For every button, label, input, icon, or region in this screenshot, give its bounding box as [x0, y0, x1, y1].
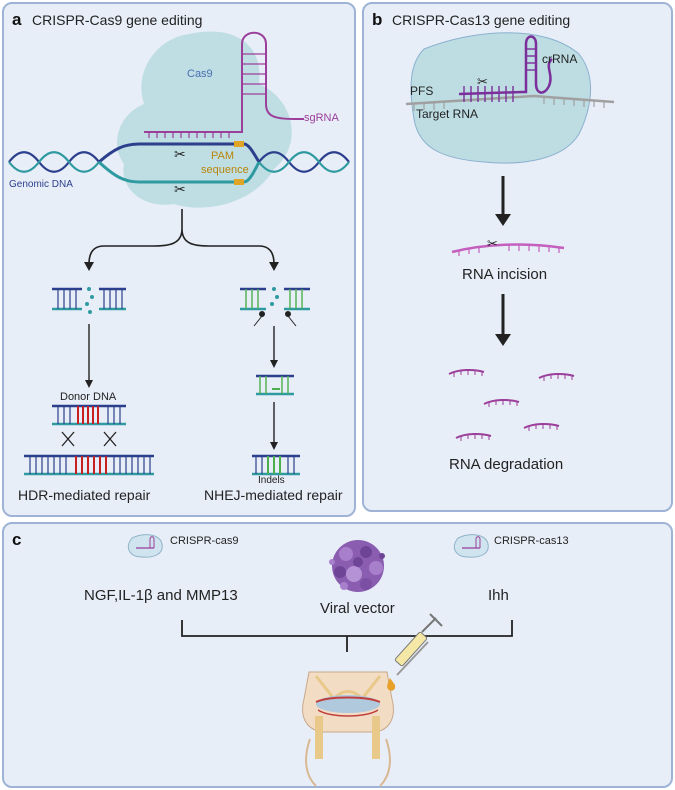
- rna-degraded-teeth: [453, 370, 573, 441]
- crispr-cas9-mini-icon: [127, 534, 163, 558]
- hdr-repair-label: HDR-mediated repair: [18, 487, 151, 503]
- panel-c-therapy: c: [2, 522, 673, 788]
- branch-arrowhead-left: [84, 262, 94, 271]
- cas13-target-label: Ihh: [488, 587, 509, 604]
- pam-label-line2: sequence: [201, 164, 249, 176]
- nhej-rejoining-dna: [256, 374, 294, 396]
- cas9-diagram-art: ✂ ✂: [8, 31, 350, 476]
- panel-c-letter: c: [12, 530, 22, 549]
- panel-b-cas13: b CRISPR-Cas13 gene editing ✂: [362, 2, 673, 512]
- indels-dna: [252, 454, 300, 476]
- crrna-teeth: [463, 48, 536, 102]
- donor-dna-label: Donor DNA: [60, 391, 117, 403]
- branch-arrow-lines: [88, 209, 275, 265]
- genomic-dna-helix-right: [258, 151, 350, 173]
- nhej-arrowhead: [270, 360, 278, 368]
- therapy-diagram-art: [127, 534, 513, 787]
- crispr-cas13-label: CRISPR-cas13: [494, 535, 569, 547]
- scissors-icon-cas13: ✂: [477, 75, 488, 90]
- panel-a-cas9: a CRISPR-Cas9 gene editing: [2, 2, 356, 517]
- scissors-icon-bottom: ✂: [174, 182, 186, 198]
- rna-degradation-label: RNA degradation: [449, 456, 564, 473]
- cas9-label: Cas9: [187, 68, 213, 80]
- target-rna-teeth: [413, 97, 605, 111]
- rna-incision-label: RNA incision: [462, 266, 548, 283]
- degradation-arrowhead: [495, 334, 511, 346]
- crispr-cas13-mini-icon: [453, 534, 489, 558]
- nhej-break-duplex: [240, 287, 310, 327]
- hdr-break-duplex: [52, 287, 126, 314]
- panel-a-title: CRISPR-Cas9 gene editing: [32, 12, 203, 28]
- recombination-crosses: [61, 431, 117, 447]
- viral-vector-label: Viral vector: [320, 600, 395, 617]
- dna-top-strand: [98, 142, 261, 164]
- indels-label: Indels: [258, 475, 285, 486]
- scissors-icon-incision: ✂: [487, 237, 498, 252]
- incision-arrowhead: [495, 214, 511, 226]
- rna-degraded-fragments: [448, 368, 575, 439]
- cas13-diagram-art: ✂ ✂: [405, 32, 615, 441]
- branch-arrowhead-right: [269, 262, 279, 271]
- nhej-repair-label: NHEJ-mediated repair: [204, 487, 343, 503]
- panel-a-letter: a: [12, 10, 22, 29]
- crrna-label: crRNA: [542, 52, 578, 66]
- panel-b-title: CRISPR-Cas13 gene editing: [392, 12, 571, 28]
- target-rna-strand: [405, 94, 615, 106]
- crrna-strand: [458, 35, 553, 96]
- dna-bottom-strand: [97, 160, 261, 184]
- sgrna-label: sgRNA: [304, 112, 339, 124]
- knee-joint-icon: [302, 671, 394, 787]
- nhej-arrowhead2: [270, 442, 278, 450]
- hdr-repaired-dna: [24, 454, 154, 476]
- panel-b-letter: b: [372, 10, 383, 29]
- pfs-label: PFS: [410, 84, 434, 98]
- genomic-dna-helix-left: [8, 151, 100, 173]
- genomic-dna-label: Genomic DNA: [9, 179, 73, 190]
- combination-bracket: [181, 620, 513, 652]
- rna-incision-fragment: [451, 243, 565, 254]
- hdr-arrowhead: [85, 380, 93, 388]
- sgrna-teeth: [148, 53, 266, 138]
- pam-label-line1: PAM: [211, 150, 235, 162]
- viral-vector-icon: [329, 540, 385, 592]
- pam-mark-bottom: [234, 179, 244, 185]
- crispr-cas9-label: CRISPR-cas9: [170, 535, 239, 547]
- syringe-icon: [387, 613, 443, 691]
- scissors-icon-top: ✂: [174, 147, 186, 163]
- pam-mark-top: [234, 141, 244, 147]
- cas9-targets-label: NGF,IL-1β and MMP13: [84, 587, 238, 604]
- cas9-protein-blob: [116, 31, 292, 208]
- target-rna-label: Target RNA: [416, 107, 479, 121]
- rna-incision-teeth: [458, 245, 560, 256]
- donor-dna: [52, 404, 126, 426]
